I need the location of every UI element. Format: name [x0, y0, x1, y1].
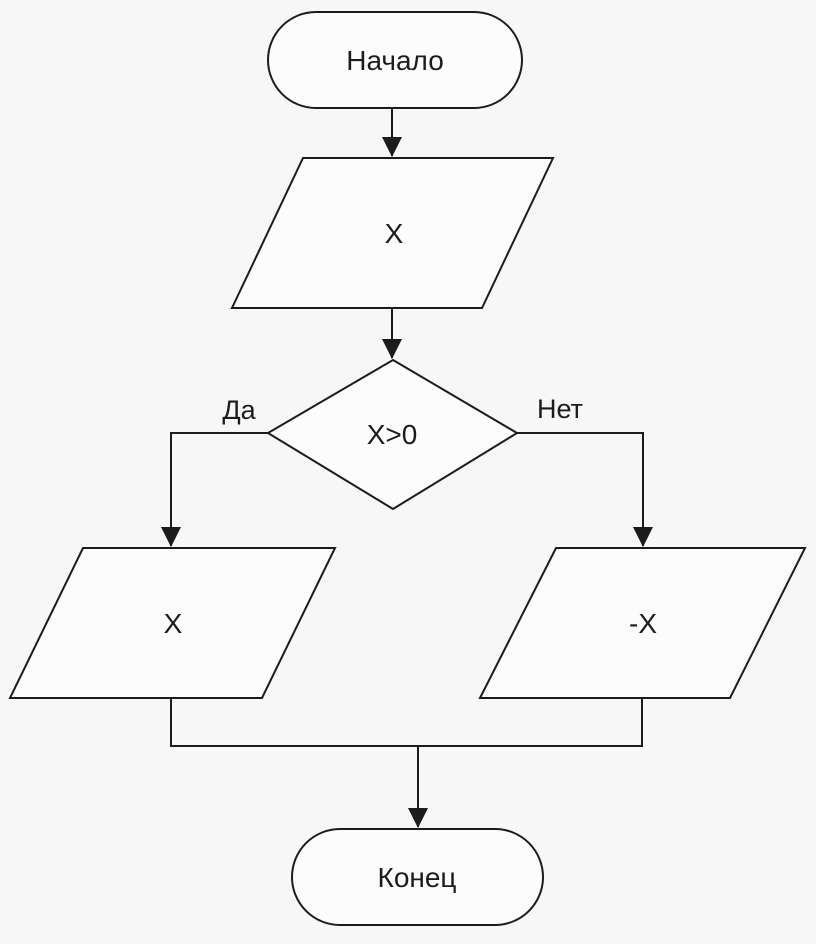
node-decision: X>0: [266, 358, 519, 511]
decision-label: X>0: [367, 419, 418, 450]
edge-decision-yes: [161, 432, 268, 547]
node-branch-yes: X: [8, 547, 337, 699]
input-label: X: [385, 218, 404, 249]
edge-label-no: Нет: [537, 394, 583, 424]
start-terminator-shape: [267, 11, 523, 109]
node-branch-no: -X: [478, 547, 807, 699]
start-label: Начало: [346, 45, 444, 76]
edge-label-yes: Да: [222, 395, 256, 425]
branch-yes-label: X: [164, 608, 183, 639]
decision-diamond-shape: [266, 358, 519, 511]
node-end: Конец: [291, 828, 544, 926]
input-parallelogram-shape: [230, 157, 555, 309]
edge-decision-no: [517, 432, 653, 547]
edge-merge-line: [170, 698, 643, 747]
end-label: Конец: [378, 862, 457, 893]
end-terminator-shape: [291, 828, 544, 926]
branch-no-label: -X: [629, 608, 657, 639]
node-start: Начало: [267, 11, 523, 109]
branch-yes-parallelogram-shape: [8, 547, 337, 699]
node-input: X: [230, 157, 555, 309]
branch-no-parallelogram-shape: [478, 547, 807, 699]
